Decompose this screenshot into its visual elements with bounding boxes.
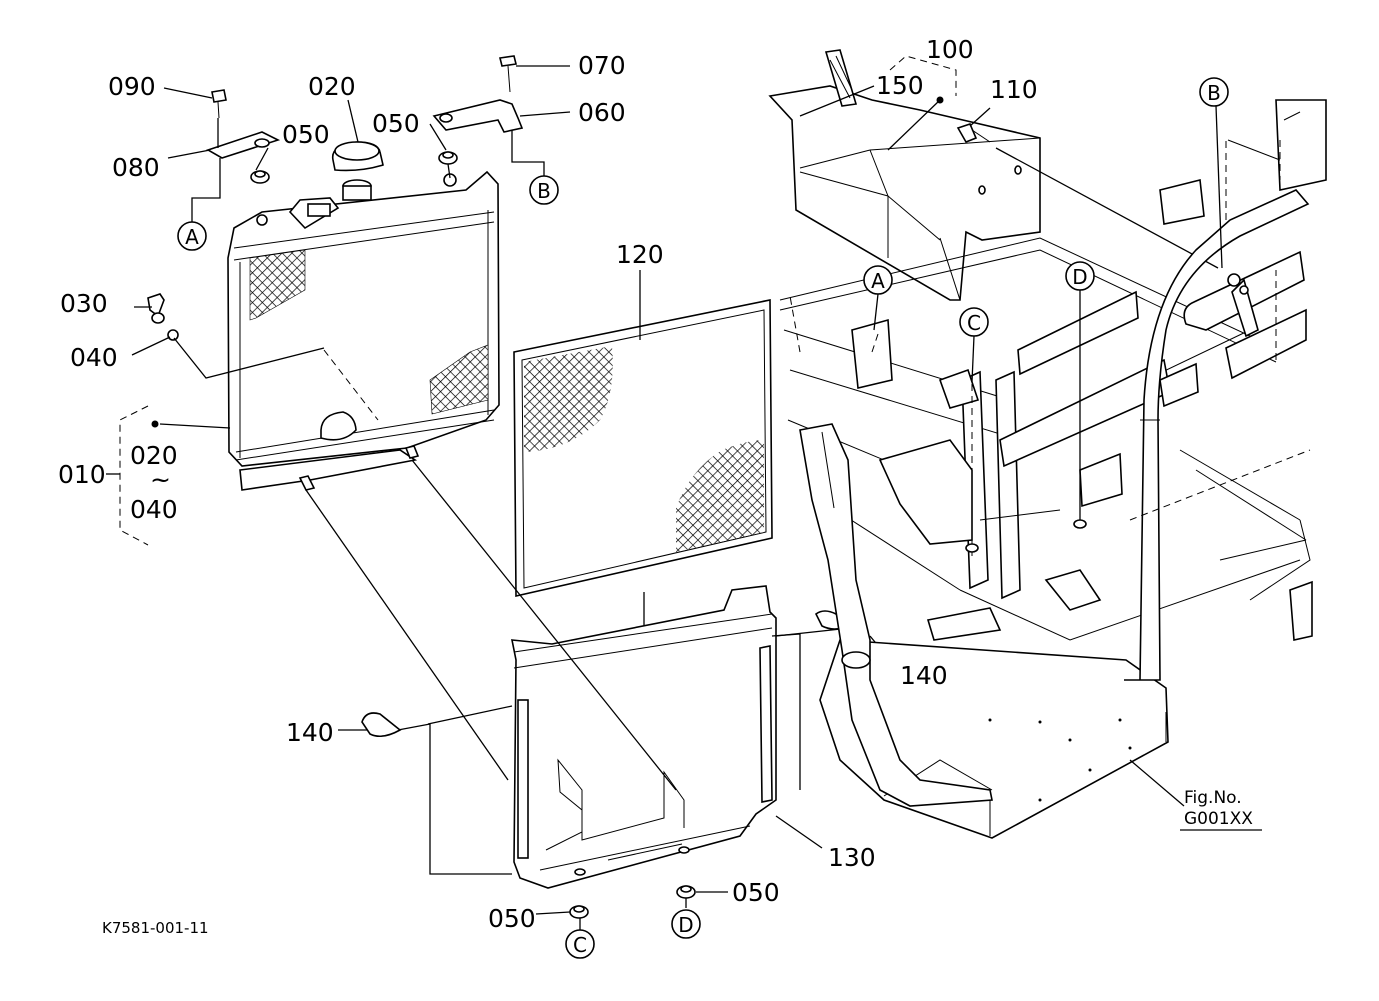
label-020-group: 020 (130, 441, 178, 470)
label-050-d: 050 (732, 878, 780, 907)
label-050-b: 050 (372, 109, 420, 138)
figure-reference: Fig.No. G001XX (1180, 788, 1262, 831)
label-110: 110 (990, 75, 1038, 104)
radiator-010 (227, 170, 500, 491)
label-030: 030 (60, 289, 108, 318)
ref-d-frame: D (1072, 265, 1087, 289)
ref-circle-a-frame (863, 265, 893, 295)
label-020-cap: 020 (308, 72, 356, 101)
drain-030 (147, 293, 165, 324)
connection-lines (305, 459, 899, 875)
drawing-code: K7581-001-11 (102, 919, 209, 937)
leader-lines-left (106, 87, 379, 546)
cushion-050-a (250, 170, 270, 184)
part-labels: 090 020 050 080 050 070 060 100 150 110 … (58, 35, 1038, 933)
ref-circle-b-left (529, 175, 559, 205)
fig-no-label: Fig.No. (1184, 788, 1242, 808)
label-100: 100 (926, 35, 974, 64)
label-120: 120 (616, 240, 664, 269)
hole-080 (254, 138, 270, 148)
ref-a-left: A (185, 225, 199, 249)
ref-circle-d-frame (1065, 261, 1095, 291)
dot-100 (936, 96, 944, 104)
label-060: 060 (578, 98, 626, 127)
ref-c-bottom: C (573, 933, 587, 957)
label-130: 130 (828, 843, 876, 872)
screen-120 (513, 270, 773, 640)
fig-no-value: G001XX (1184, 809, 1253, 829)
reference-callouts: A B A B C D C D (177, 77, 1229, 959)
ref-circle-a-left (177, 221, 207, 251)
bolt-070 (499, 55, 517, 93)
label-140-left: 140 (286, 718, 334, 747)
ref-c-frame: C (967, 311, 981, 335)
label-090: 090 (108, 72, 156, 101)
bracket-060 (432, 99, 524, 133)
ref-a-frame: A (871, 269, 885, 293)
label-040: 040 (70, 343, 118, 372)
cushion-050-c (569, 905, 589, 919)
hole-060 (439, 113, 453, 123)
packing-040 (167, 329, 179, 341)
ref-b-left: B (537, 179, 551, 203)
ref-circle-c-bottom (565, 929, 595, 959)
label-080: 080 (112, 153, 160, 182)
label-140-right: 140 (900, 661, 948, 690)
ref-circle-b-frame (1199, 77, 1229, 107)
leader-lines-top (429, 65, 571, 179)
cushion-050-b (438, 151, 458, 165)
cover-130 (511, 585, 777, 889)
radiator-cap-020 (331, 141, 384, 172)
label-070: 070 (578, 51, 626, 80)
ref-b-frame: B (1207, 81, 1221, 105)
ref-circle-c-frame (959, 307, 989, 337)
ref-d-bottom: D (678, 913, 693, 937)
bolt-110 (956, 107, 991, 144)
label-010: 010 (58, 460, 106, 489)
machine-frame (779, 99, 1327, 839)
bolt-090 (211, 89, 227, 119)
label-150: 150 (876, 71, 924, 100)
cushion-050-d (676, 885, 696, 899)
label-050-c: 050 (488, 904, 536, 933)
label-050-a: 050 (282, 120, 330, 149)
dot-010 (151, 420, 159, 428)
label-tilde: ~ (150, 465, 171, 494)
hook-140-left (361, 712, 402, 738)
ref-circle-d-bottom (671, 909, 701, 939)
label-040-group: 040 (130, 495, 178, 524)
